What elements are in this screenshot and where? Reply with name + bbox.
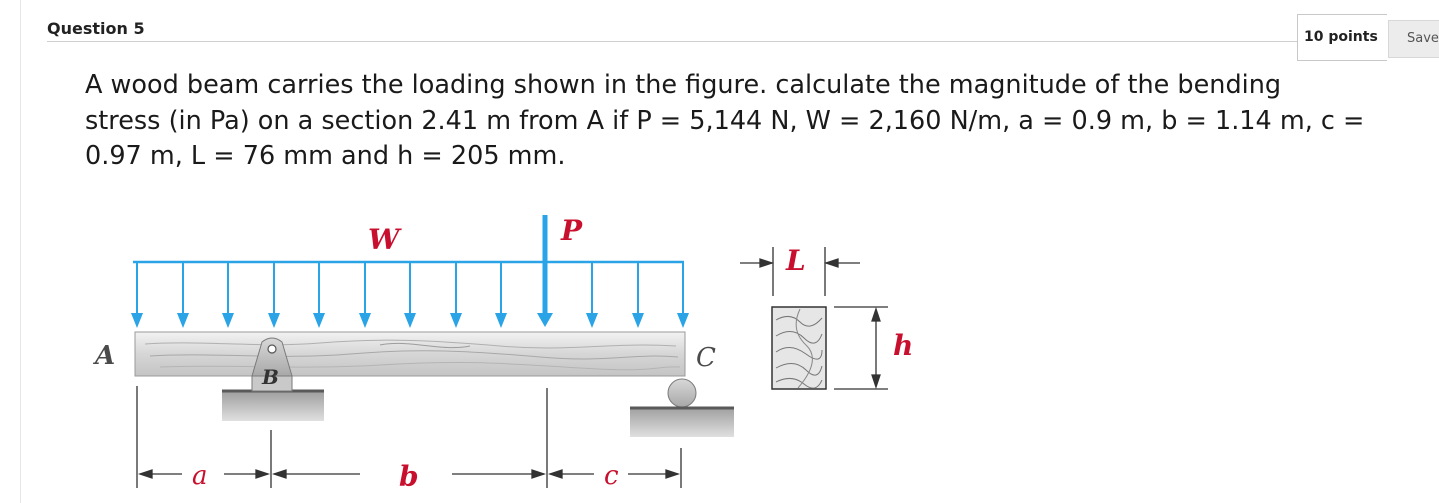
points-label: 10 points [1304, 29, 1378, 45]
load-arrow-head [222, 313, 234, 328]
load-arrow-head [450, 313, 462, 328]
distributed-load [131, 260, 689, 328]
label-c-point: C [696, 343, 716, 373]
question-title: Question 5 [47, 19, 145, 38]
save-button[interactable]: Save [1388, 20, 1439, 58]
label-p: P [560, 214, 583, 247]
roller-support-c [630, 378, 734, 437]
load-arrow-head [586, 313, 598, 328]
load-arrow-head [359, 313, 371, 328]
load-arrow-head [131, 313, 143, 328]
load-arrows [131, 262, 689, 328]
label-h-dim: h [893, 329, 913, 362]
pin-support-b [222, 337, 324, 421]
point-load-arrow [537, 215, 553, 327]
label-a-dim: a [192, 461, 208, 491]
dimension-lines [136, 386, 682, 488]
wood-beam [134, 331, 686, 377]
points-box [1297, 14, 1387, 61]
load-arrow-head [177, 313, 189, 328]
label-b-dim: b [399, 460, 419, 493]
label-w: W [368, 223, 402, 256]
prompt-line: stress (in Pa) on a section 2.41 m from … [85, 105, 1365, 136]
label-l-dim: L [785, 244, 806, 277]
load-arrow-head [677, 313, 689, 328]
load-arrow-head [404, 313, 416, 328]
cross-section [740, 247, 888, 390]
label-c-dim: c [604, 461, 619, 491]
load-arrow-head [313, 313, 325, 328]
prompt-line: A wood beam carries the loading shown in… [85, 70, 1282, 100]
label-a-point: A [92, 341, 115, 371]
label-b-point: B [261, 365, 279, 389]
prompt-line: 0.97 m, L = 76 mm and h = 205 mm. [85, 141, 566, 171]
left-border [20, 0, 21, 503]
load-arrow-head [268, 313, 280, 328]
question-prompt: A wood beam carries the loading shown in… [85, 68, 1435, 175]
load-arrow-head [495, 313, 507, 328]
header-divider [47, 41, 1299, 42]
load-arrow-head [632, 313, 644, 328]
